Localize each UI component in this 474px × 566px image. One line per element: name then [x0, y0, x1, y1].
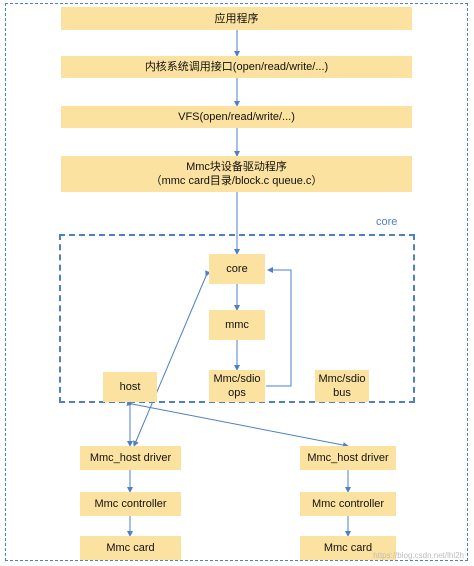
card-left-box: Mmc card	[80, 536, 181, 560]
host-driver-right-label: Mmc_host driver	[307, 452, 389, 464]
host-box: host	[103, 372, 157, 402]
mmc-sdio-ops-line2: ops	[228, 387, 246, 399]
core-frame-label: core	[376, 216, 398, 228]
syscall-box: 内核系统调用接口(open/read/write/...)	[61, 56, 412, 78]
vfs-box: VFS(open/read/write/...)	[61, 106, 412, 128]
mmc-sdio-ops-line1: Mmc/sdio	[213, 373, 261, 385]
mmc-sdio-bus-line2: bus	[333, 387, 351, 399]
mmc-label: mmc	[225, 319, 249, 331]
card-left-label: Mmc card	[106, 542, 155, 554]
controller-left-box: Mmc controller	[80, 492, 181, 516]
host-driver-left-label: Mmc_host driver	[89, 452, 172, 464]
core-label: core	[226, 263, 248, 275]
mmc-sdio-bus-box: Mmc/sdio bus	[315, 370, 369, 402]
mmc-sdio-bus-line1: Mmc/sdio	[318, 373, 366, 385]
controller-left-label: Mmc controller	[94, 498, 167, 510]
mmc-block-label-line1: Mmc块设备驱动程序	[186, 161, 287, 173]
card-right-label: Mmc card	[323, 542, 373, 554]
mmc-block-driver-box: Mmc块设备驱动程序 （mmc card目录/block.c queue.c）	[61, 156, 412, 192]
app-label: 应用程序	[214, 12, 259, 25]
controller-right-label: Mmc controller	[311, 498, 385, 510]
mmc-sdio-ops-box: Mmc/sdio ops	[209, 370, 265, 402]
app-box: 应用程序	[61, 7, 412, 30]
host-driver-right-box: Mmc_host driver	[300, 446, 396, 470]
outer-dashed-frame	[5, 3, 468, 561]
controller-right-box: Mmc controller	[300, 492, 396, 516]
host-label: host	[119, 381, 141, 393]
mmc-box: mmc	[209, 310, 265, 340]
syscall-label: 内核系统调用接口(open/read/write/...)	[144, 61, 329, 73]
card-right-box: Mmc card	[300, 536, 396, 560]
host-driver-left-box: Mmc_host driver	[80, 446, 181, 470]
vfs-label: VFS(open/read/write/...)	[178, 111, 295, 123]
core-box: core	[209, 254, 265, 284]
mmc-block-label-line2: （mmc card目录/block.c queue.c）	[150, 175, 323, 187]
watermark-text: https://blog.csdn.net/lhl2h	[373, 551, 464, 560]
